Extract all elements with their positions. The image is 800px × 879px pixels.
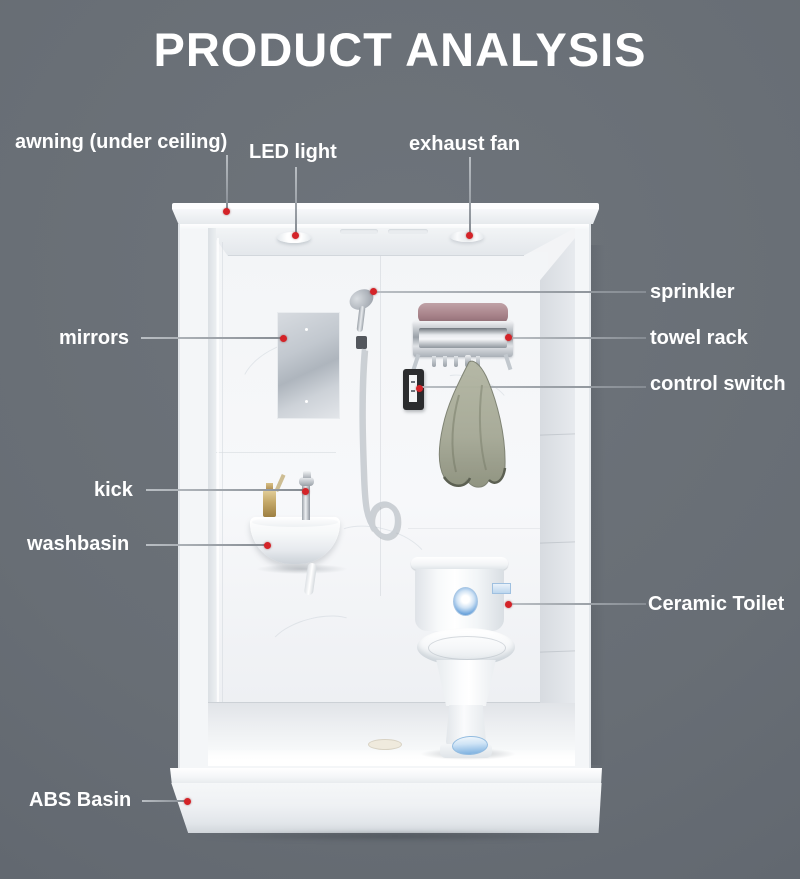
floor-drain [368, 739, 402, 750]
control-switch-marker-dot [416, 385, 423, 392]
floor-wall-junction [208, 702, 540, 703]
washbasin-callout-line [146, 544, 268, 546]
glass-reflection [222, 242, 223, 754]
abs-basin-graphic [171, 783, 602, 833]
basin-wall-shadow [256, 564, 348, 574]
washbasin-rim [252, 517, 338, 527]
folded-towel [418, 303, 508, 324]
rack-hook [454, 356, 458, 367]
kick-marker-dot [302, 488, 309, 495]
awning-callout-line [226, 155, 228, 209]
ceramic-toilet-callout-line [511, 603, 646, 605]
left-glass-edge [208, 228, 216, 766]
cabin-cornice-top [172, 203, 599, 209]
sprinkler-marker-dot [370, 288, 377, 295]
wall-tile-line [216, 452, 336, 453]
led-light-callout-line [295, 167, 297, 233]
switch-indicator [411, 390, 415, 392]
mirrors-callout-line [141, 337, 284, 339]
label-kick: kick [94, 479, 133, 501]
page-title: PRODUCT ANALYSIS [153, 23, 647, 76]
mirror-fixing-dot [305, 400, 308, 403]
rack-hook [476, 356, 480, 367]
toilet-tank-lid [411, 557, 508, 570]
label-abs-basin: ABS Basin [29, 789, 132, 811]
towel-rack-marker-dot [505, 334, 512, 341]
abs-basin-shadow [190, 831, 600, 841]
control-switch-display [409, 375, 417, 402]
rack-hook [443, 356, 447, 367]
hose-wall-clamp [356, 336, 367, 349]
label-towel-rack: towel rack [650, 327, 748, 349]
cabin-interior [208, 228, 575, 766]
label-sprinkler: sprinkler [650, 281, 735, 303]
ceiling-edge [228, 255, 524, 256]
led-light-marker-dot [292, 232, 299, 239]
label-awning: awning (under ceiling) [15, 131, 228, 153]
glass-reflection [217, 238, 219, 758]
tray-front-sill [208, 750, 575, 766]
kick-callout-line [146, 489, 305, 491]
cabin-cornice [172, 209, 599, 224]
faucet-spout [299, 477, 314, 486]
label-led-light: LED light [249, 141, 337, 163]
sprinkler-callout-line [374, 291, 646, 293]
soap-pump-head [266, 483, 273, 491]
faucet-lever [303, 471, 311, 478]
switch-indicator [411, 381, 415, 383]
wall-tile-line [408, 528, 540, 529]
exhaust-fan-marker-dot [466, 232, 473, 239]
rack-hook [432, 356, 436, 367]
label-control-switch: control switch [650, 373, 786, 395]
label-mirrors: mirrors [59, 327, 130, 349]
soap-pump [263, 490, 276, 517]
toilet-bowl [436, 660, 496, 706]
abs-basin-marker-dot [184, 798, 191, 805]
mirror-graphic [277, 312, 340, 419]
toilet-seat-line [428, 636, 506, 660]
abs-basin-callout-line [142, 800, 186, 802]
exhaust-fan-callout-line [469, 157, 471, 233]
towel-rack-callout-line [509, 337, 646, 339]
wall-panel-seam [380, 256, 381, 596]
right-wall [540, 238, 575, 766]
ceiling-vent-slot [340, 229, 378, 234]
ceiling-vent-slot [388, 229, 428, 234]
washbasin-marker-dot [264, 542, 271, 549]
abs-basin-lip [170, 768, 602, 783]
control-switch-callout-line [421, 386, 646, 388]
ceramic-toilet-marker-dot [505, 601, 512, 608]
label-washbasin: washbasin [27, 533, 130, 555]
faucet-body [302, 482, 310, 520]
awning-marker-dot [223, 208, 230, 215]
towel-rack-rail [419, 328, 507, 348]
toilet-brand-sticker [453, 587, 478, 616]
mirrors-marker-dot [280, 335, 287, 342]
cabin-drop-shadow [589, 245, 605, 765]
label-exhaust-fan: exhaust fan [409, 133, 521, 155]
toilet-label-sticker [492, 583, 511, 594]
label-ceramic-toilet: Ceramic Toilet [648, 593, 785, 615]
towel-hook [465, 355, 471, 365]
mirror-fixing-dot [305, 328, 308, 331]
